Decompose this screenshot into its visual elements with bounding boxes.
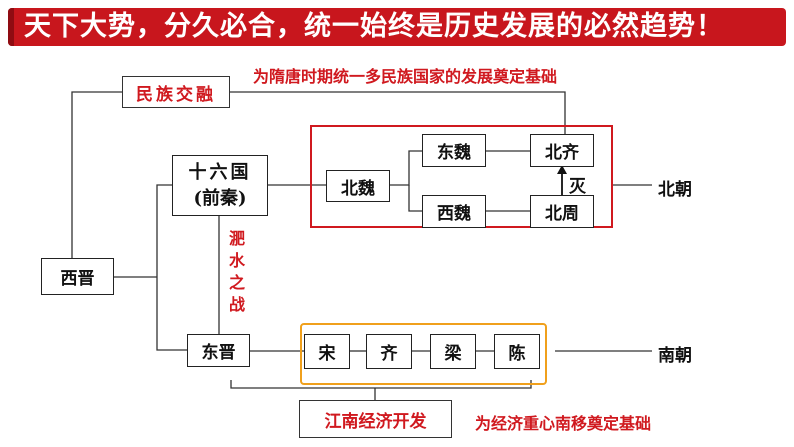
note-top: 为隋唐时期统一多民族国家的发展奠定基础 xyxy=(253,67,558,86)
shiliuguo-label: 十六国 xyxy=(188,161,252,183)
node-qi: 齐 xyxy=(366,334,412,369)
node-qianqin: 十六国 (前秦) xyxy=(172,155,268,216)
node-beizhou: 北周 xyxy=(530,195,594,228)
arrow-mie-head xyxy=(557,165,567,174)
node-chen: 陈 xyxy=(494,334,540,369)
qianqin-label: (前秦) xyxy=(193,187,247,209)
node-minzu-jiaorong: 民族交融 xyxy=(122,76,230,108)
xijin-label: 西晋 xyxy=(60,269,95,289)
beiqi-label: 北齐 xyxy=(545,143,579,163)
node-jiangnan: 江南经济开发 xyxy=(299,400,452,438)
node-dongjin: 东晋 xyxy=(187,334,250,367)
dongwei-label: 东魏 xyxy=(437,143,471,163)
node-xiwei: 西魏 xyxy=(422,195,486,228)
dongjin-label: 东晋 xyxy=(201,343,236,363)
xiwei-label: 西魏 xyxy=(437,204,471,224)
line-beiwei-xiwei xyxy=(408,185,422,212)
line-xijin-minzu xyxy=(71,91,122,258)
qi-label: 齐 xyxy=(380,344,398,364)
line-trunk-branches xyxy=(156,184,187,351)
beizhou-label: 北周 xyxy=(545,204,579,224)
node-song: 宋 xyxy=(304,334,350,369)
beiwei-label: 北魏 xyxy=(341,178,375,199)
node-xijin: 西晋 xyxy=(41,258,114,295)
node-beiqi: 北齐 xyxy=(530,134,594,167)
mie-label: 灭 xyxy=(569,177,586,197)
beichao-label: 北朝 xyxy=(658,180,692,200)
banner-title: 天下大势，分久必合，统一始终是历史发展的必然趋势！ xyxy=(24,11,724,42)
line-beiwei-dongwei xyxy=(390,150,422,186)
title-banner: 天下大势，分久必合，统一始终是历史发展的必然趋势！ xyxy=(8,8,786,46)
line-minzu-beiqi xyxy=(229,91,566,134)
node-liang: 梁 xyxy=(430,334,476,369)
song-label: 宋 xyxy=(318,344,336,364)
liang-label: 梁 xyxy=(444,344,462,364)
jiangnan-label: 江南经济开发 xyxy=(324,411,427,432)
note-bottom: 为经济重心南移奠定基础 xyxy=(475,414,652,433)
node-dongwei: 东魏 xyxy=(422,134,486,167)
minzu-jiaorong-label: 民族交融 xyxy=(136,84,216,105)
banner-accent xyxy=(8,8,14,46)
node-beiwei: 北魏 xyxy=(326,170,390,202)
nanchao-label: 南朝 xyxy=(658,346,692,366)
orange-frame xyxy=(300,323,547,385)
feishui-label: 淝水之战 xyxy=(226,230,245,318)
chen-label: 陈 xyxy=(508,344,526,364)
